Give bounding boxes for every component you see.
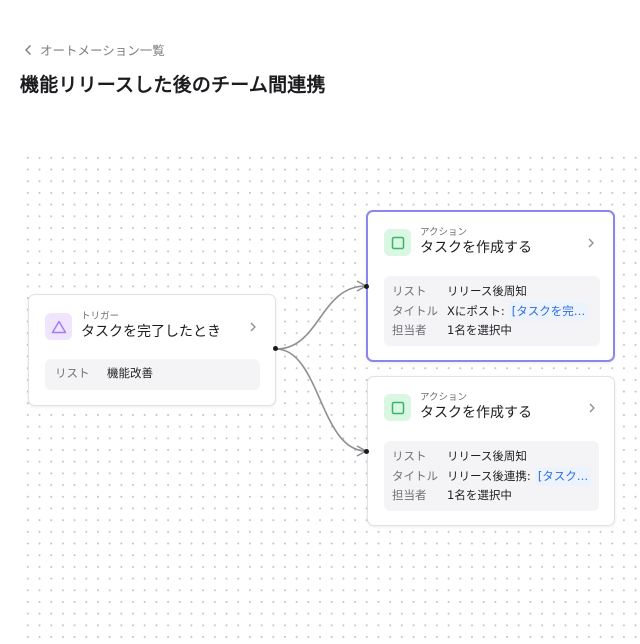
prop-value: リリース後連携: [447,468,531,483]
prop-label: 担当者 [392,323,427,337]
prop-label: リスト [392,449,427,463]
node-kind-label: アクション [420,227,468,238]
page-title: 機能リリースした後のチーム間連携 [20,74,326,96]
prop-row-title: タイトル リリース後連携: [タスク… [392,466,599,486]
chevron-right-icon[interactable] [249,321,257,333]
prop-value: リリース後周知 [447,449,527,463]
action-icon-badge [384,394,411,421]
action-icon-badge [384,229,411,256]
back-link-label: オートメーション一覧 [40,43,165,58]
action-2-input-port[interactable] [364,449,369,454]
action-node-2[interactable]: アクション タスクを作成する リスト リリース後周知 タイトル リリース後連携:… [367,376,615,526]
square-icon [391,401,404,414]
prop-value: 機能改善 [107,366,153,380]
square-icon [391,236,404,249]
trigger-icon-badge [45,313,72,340]
action-properties: リスト リリース後周知 タイトル リリース後連携: [タスク… 担当者 1名を選… [384,441,599,511]
prop-row-title: タイトル Xにポスト: [タスクを完… [392,301,600,321]
triangle-icon [51,320,66,333]
prop-label: 担当者 [392,488,427,502]
prop-row-list: リスト リリース後周知 [392,282,600,302]
node-kind-label: アクション [420,392,468,403]
trigger-node[interactable]: トリガー タスクを完了したとき リスト 機能改善 [28,294,276,406]
variable-chip: [タスクを完… [508,301,589,321]
prop-row-list: リスト 機能改善 [55,364,260,384]
chevron-left-icon [25,44,31,55]
chevron-right-icon[interactable] [588,402,596,414]
prop-row-assignee: 担当者 1名を選択中 [392,321,600,341]
prop-row-list: リスト リリース後周知 [392,447,599,467]
prop-label: タイトル [392,303,438,318]
back-to-automation-list-link[interactable]: オートメーション一覧 [24,40,165,59]
node-title: タスクを作成する [420,405,532,421]
prop-label: リスト [55,366,90,380]
prop-row-assignee: 担当者 1名を選択中 [392,486,599,506]
prop-label: リスト [392,284,427,298]
node-kind-label: トリガー [81,311,120,322]
node-title: タスクを完了したとき [81,324,221,340]
trigger-properties: リスト 機能改善 [45,359,260,390]
variable-chip: [タスク… [534,466,592,486]
node-title: タスクを作成する [420,240,532,256]
prop-value: 1名を選択中 [447,323,512,337]
action-properties: リスト リリース後周知 タイトル Xにポスト: [タスクを完… 担当者 1名を選… [384,276,600,346]
action-node-1[interactable]: アクション タスクを作成する リスト リリース後周知 タイトル Xにポスト: [… [366,210,615,362]
prop-value: 1名を選択中 [447,488,512,502]
trigger-output-port[interactable] [273,346,278,351]
chevron-right-icon[interactable] [587,237,595,249]
prop-value: Xにポスト: [447,303,505,318]
prop-value: リリース後周知 [447,284,527,298]
action-1-input-port[interactable] [364,284,369,289]
prop-label: タイトル [392,468,438,483]
